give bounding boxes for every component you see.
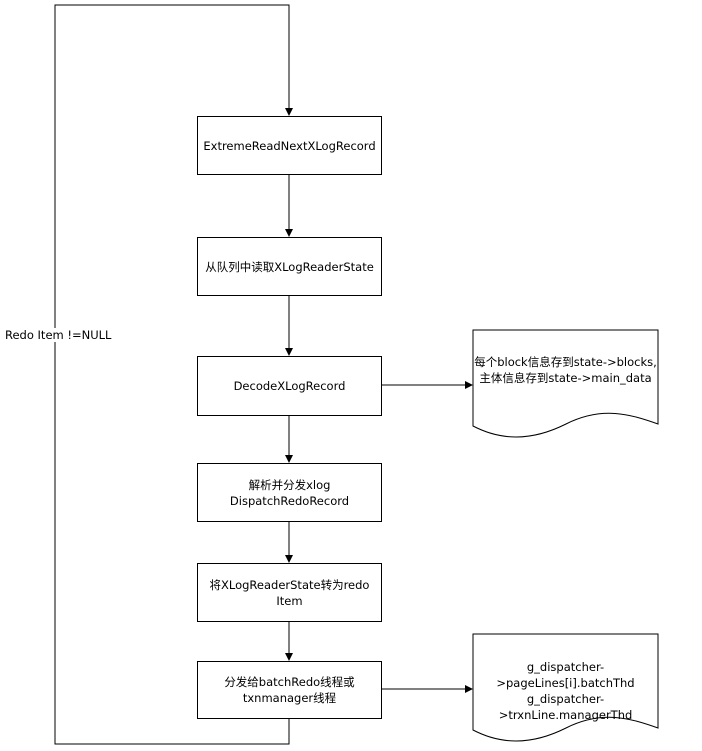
note-dispatch: g_dispatcher->pageLines[i].batchThd g_di… (473, 659, 658, 723)
step-label: DecodeXLogRecord (233, 379, 346, 393)
step-dispatch-to-threads: 分发给batchRedo线程或 txnmanager线程 (197, 661, 382, 719)
loop-condition-label: Redo Item !=NULL (4, 328, 113, 342)
step-label: DispatchRedoRecord (229, 493, 350, 508)
step-decode-xlog-record: DecodeXLogRecord (197, 356, 382, 416)
note-line: 主体信息存到state->main_data (479, 371, 652, 385)
note-decode-shape (472, 329, 659, 438)
note-dispatch-shape (472, 633, 659, 742)
loop-back-connector (54, 4, 293, 745)
step-label: 将XLogReaderState转为redo Item (209, 577, 370, 608)
step-label: ExtremeReadNextXLogRecord (203, 138, 376, 153)
step-label: 从队列中读取XLogReaderState (205, 259, 374, 274)
step-extreme-read-next-xlog-record: ExtremeReadNextXLogRecord (197, 116, 382, 175)
step-convert-to-redo-item: 将XLogReaderState转为redo Item (197, 563, 382, 622)
step-label: txnmanager线程 (242, 691, 337, 705)
note-line: 每个block信息存到state->blocks, (474, 355, 657, 369)
note-line: g_dispatcher->pageLines[i].batchThd (496, 660, 635, 690)
note-decode: 每个block信息存到state->blocks, 主体信息存到state->m… (473, 354, 658, 386)
step-label: 分发给batchRedo线程或 (224, 675, 355, 689)
step-read-xlog-reader-state: 从队列中读取XLogReaderState (197, 237, 382, 296)
note-line: g_dispatcher->trxnLine.managerThd (498, 692, 633, 722)
step-dispatch-redo-record: 解析并分发xlog DispatchRedoRecord (197, 463, 382, 522)
step-label: 解析并分发xlog (248, 477, 331, 492)
